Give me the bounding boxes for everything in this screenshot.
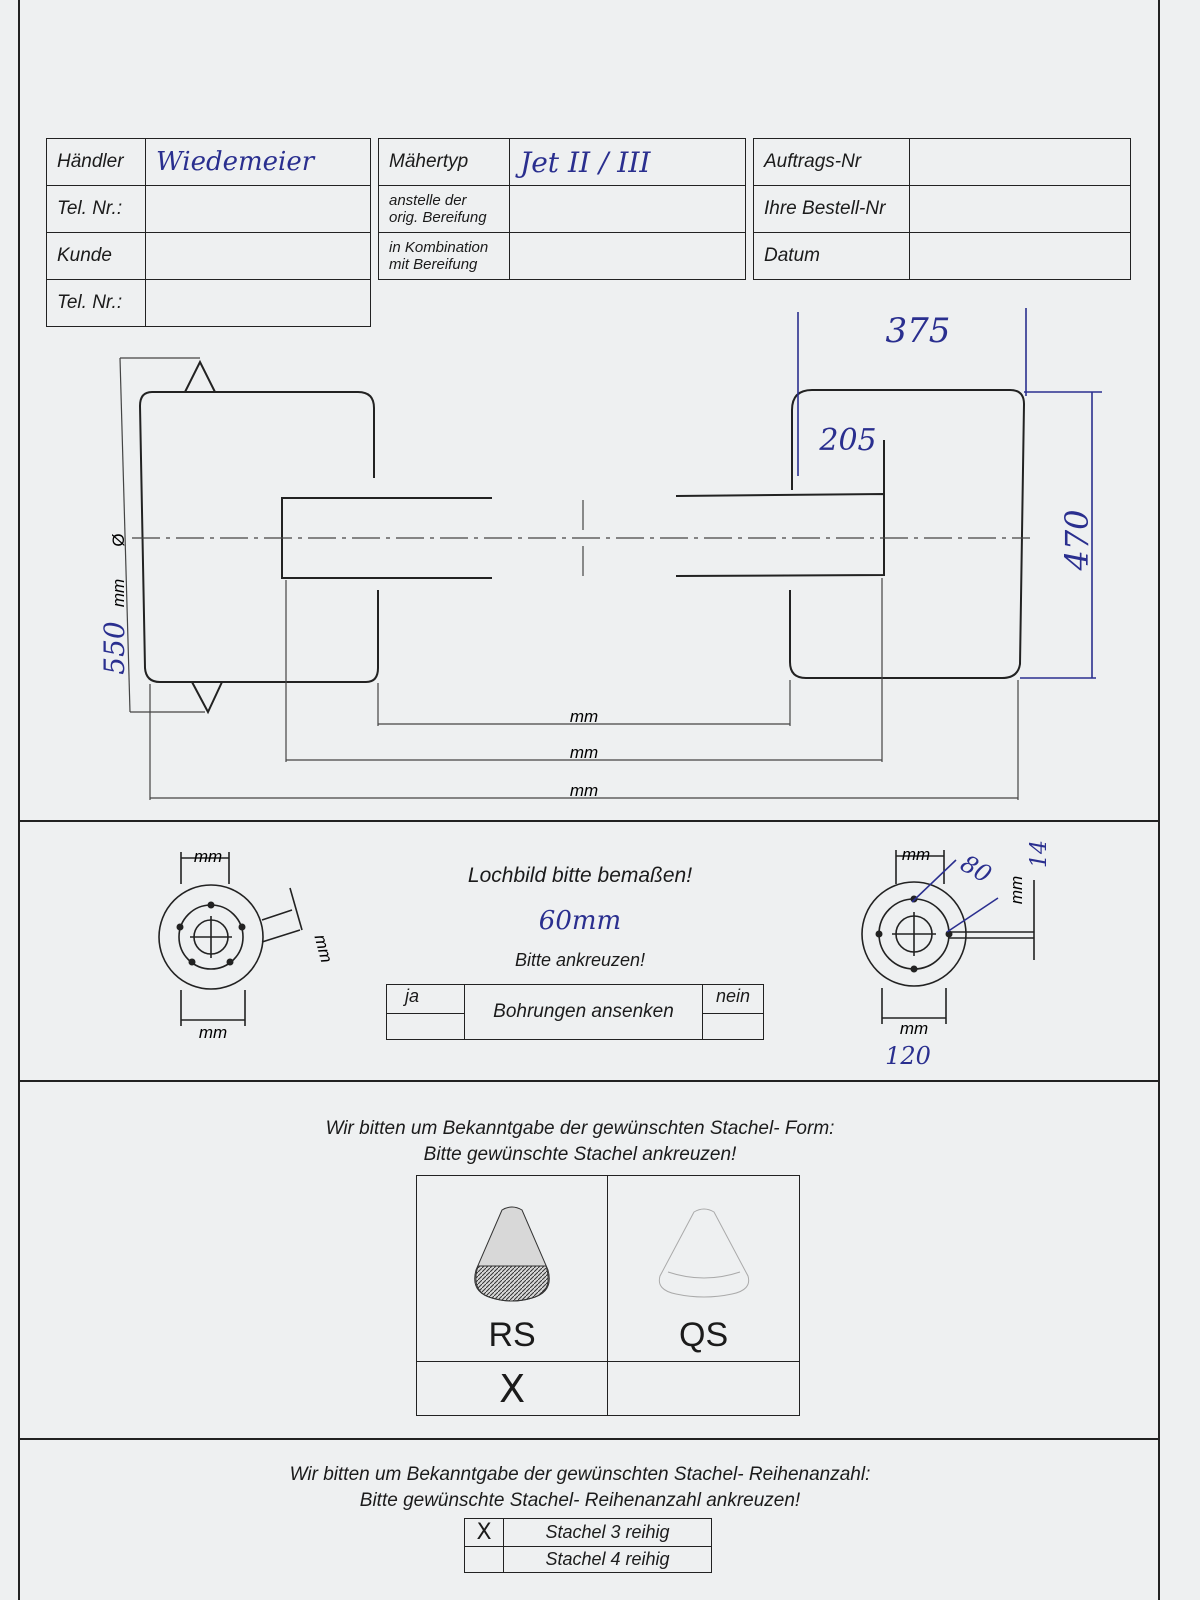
diameter-unit: mm (109, 579, 128, 607)
rows-3-label: Stachel 3 reihig (503, 1518, 712, 1547)
mower-type-field[interactable]: Jet II / III (509, 138, 746, 186)
left-top-unit: mm (194, 847, 222, 866)
spike-bottom (191, 681, 223, 715)
spike-form-table: RS QS X (415, 1175, 800, 1416)
dim-middle-unit: mm (570, 743, 598, 762)
spike-rows-line1: Wir bitten um Bekanntgabe der gewünschte… (289, 1464, 871, 1485)
order-table: Auftrags-Nr Ihre Bestell-Nr Datum (753, 138, 1131, 280)
left-roller-top (152, 391, 375, 478)
section-divider (18, 1438, 1160, 1440)
customer-field[interactable] (145, 232, 371, 280)
qs-checkbox[interactable] (607, 1361, 800, 1416)
order-number-field[interactable] (909, 138, 1131, 186)
date-field[interactable] (909, 232, 1131, 280)
right-roller-outline (789, 389, 1026, 679)
page-frame (18, 0, 1160, 1600)
yes-checkbox[interactable] (386, 1012, 465, 1041)
purchase-number-field[interactable] (909, 185, 1131, 233)
qs-option: QS (607, 1175, 800, 1362)
rows-4-checkbox[interactable] (464, 1546, 504, 1573)
dim-inner-unit: mm (570, 707, 598, 726)
right-width-value: 375 (886, 311, 951, 351)
replace-tire-field[interactable] (509, 185, 746, 233)
customer-phone-label: Tel. Nr.: (46, 279, 146, 327)
rs-option: RS (415, 1175, 609, 1362)
right-bottom-unit: mm (900, 1019, 928, 1038)
qs-label: QS (679, 1316, 729, 1354)
rows-3-checkbox[interactable]: X (464, 1518, 504, 1547)
spike-form-line1: Wir bitten um Bekanntgabe der gewünschte… (325, 1118, 835, 1139)
left-bottom-unit: mm (199, 1023, 227, 1042)
order-number-label: Auftrags-Nr (753, 138, 910, 186)
left-flange-outer (158, 884, 264, 990)
hub-value: 205 (818, 423, 876, 458)
replace-tire-label: anstelle der orig. Bereifung (378, 185, 510, 233)
rs-spike-image (474, 1206, 550, 1302)
no-label: nein (702, 984, 764, 1014)
rows-4-label: Stachel 4 reihig (503, 1546, 712, 1573)
spike-form-line2: Bitte gewünschte Stachel ankreuzen! (423, 1144, 737, 1165)
dim-outer-unit: mm (570, 781, 598, 800)
countersink-choice: ja Bohrungen ansenken nein (386, 984, 764, 1041)
right-bottom-value: 120 (885, 1042, 931, 1070)
section-divider (18, 820, 1160, 822)
dealer-label: Händler (46, 138, 146, 186)
right-shaft (675, 492, 885, 577)
left-roller-outline (138, 391, 379, 683)
right-top-unit: mm (902, 845, 930, 864)
purchase-number-label: Ihre Bestell-Nr (753, 185, 910, 233)
rs-label: RS (488, 1316, 536, 1354)
right-flange-outer (861, 881, 967, 987)
combination-tire-label: in Kombination mit Bereifung (378, 232, 510, 280)
customer-phone-field[interactable] (145, 279, 371, 327)
hole-pattern-value: 60mm (538, 906, 622, 936)
dealer-table: Händler Wiedemeier Tel. Nr.: Kunde Tel. … (46, 138, 371, 327)
diameter-value: 550 (98, 621, 131, 674)
customer-label: Kunde (46, 232, 146, 280)
no-checkbox[interactable] (702, 1012, 764, 1041)
right-size-value: 14 (1027, 840, 1052, 868)
hole-instruction: Bitte ankreuzen! (514, 950, 646, 970)
spike-rows-table: X Stachel 3 reihig Stachel 4 reihig (464, 1518, 712, 1573)
rs-checkbox[interactable]: X (415, 1361, 609, 1416)
hole-pattern-title: Lochbild bitte bemaßen! (467, 864, 693, 887)
dealer-phone-label: Tel. Nr.: (46, 185, 146, 233)
section-divider (18, 1080, 1160, 1082)
roller-drawing: mm mm mm mm Ø 550 375 205 470 (98, 308, 1102, 800)
yes-label: ja (386, 984, 465, 1014)
right-side-unit: mm (1007, 876, 1026, 904)
dealer-phone-field[interactable] (145, 185, 371, 233)
mower-table: Mähertyp Jet II / III anstelle der orig.… (378, 138, 746, 280)
spike-rows-line2: Bitte gewünschte Stachel- Reihenanzahl a… (359, 1490, 801, 1511)
combination-tire-field[interactable] (509, 232, 746, 280)
qs-spike-image (658, 1208, 749, 1298)
hole-pattern-section: mm mm mm mm mm (158, 840, 1052, 1070)
countersink-label: Bohrungen ansenken (464, 984, 703, 1040)
height-value: 470 (1058, 509, 1096, 571)
diameter-symbol: Ø (109, 533, 128, 546)
spike-top (184, 359, 216, 393)
dealer-field[interactable]: Wiedemeier (145, 138, 371, 186)
mower-type-label: Mähertyp (378, 138, 510, 186)
date-label: Datum (753, 232, 910, 280)
